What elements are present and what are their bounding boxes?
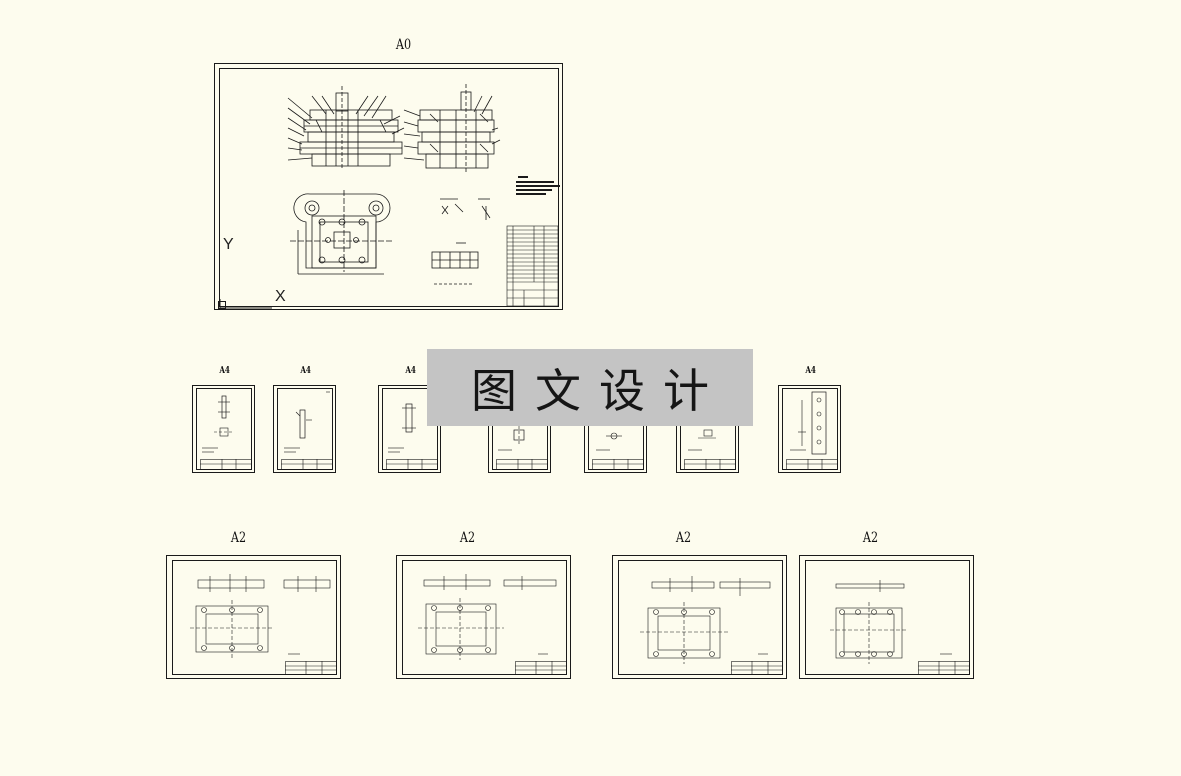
assembly-side-view xyxy=(403,84,501,172)
watermark-banner: 图文设计 xyxy=(427,349,753,426)
sheet-label-a4-3: A4 xyxy=(405,366,416,376)
assembly-plan-view xyxy=(290,190,392,275)
sheet-label-a2-4: A2 xyxy=(862,530,879,546)
sheet-label-a2-1: A2 xyxy=(230,530,247,546)
sheet-label-a2-2: A2 xyxy=(459,530,476,546)
sheet-a0[interactable] xyxy=(214,63,563,310)
sheet-a4-1[interactable] xyxy=(192,385,255,473)
sheet-a2-4[interactable] xyxy=(799,555,974,679)
sheet-a2-1[interactable] xyxy=(166,555,341,679)
sheet-label-a2-3: A2 xyxy=(675,530,692,546)
sheet-a4-3[interactable] xyxy=(378,385,441,473)
ucs-x-label: X xyxy=(275,288,286,305)
detail-sketches xyxy=(431,198,491,285)
sheet-a4-7[interactable] xyxy=(778,385,841,473)
sheet-a2-3[interactable] xyxy=(612,555,787,679)
ucs-icon xyxy=(218,299,272,309)
sheet-a2-2[interactable] xyxy=(396,555,571,679)
assembly-front-view xyxy=(287,86,405,170)
ucs-y-label: Y xyxy=(223,236,234,253)
technical-notes xyxy=(516,176,560,195)
sheet-label-a4-1: A4 xyxy=(219,366,230,376)
watermark-text: 图文设计 xyxy=(471,363,727,418)
sheet-label-a4-7: A4 xyxy=(805,366,816,376)
title-block[interactable] xyxy=(506,225,559,307)
sheet-label-a4-2: A4 xyxy=(300,366,311,376)
sheet-a4-2[interactable] xyxy=(273,385,336,473)
sheet-label-a0: A0 xyxy=(395,37,412,53)
